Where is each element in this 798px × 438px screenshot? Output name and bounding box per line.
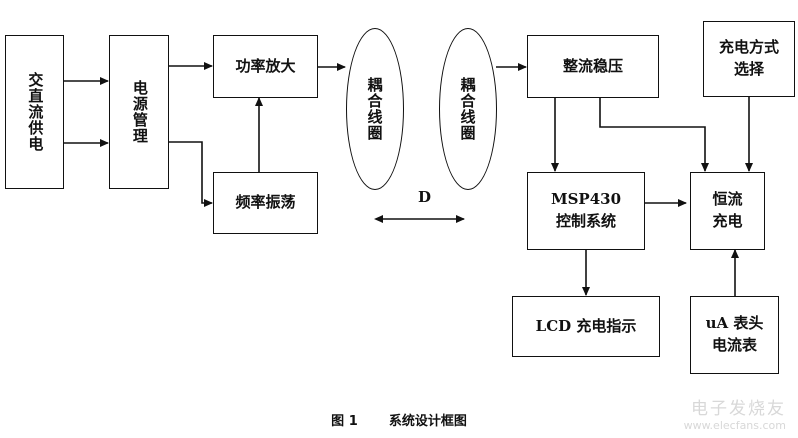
charge-mode-select-line2: 选择 — [733, 60, 764, 78]
ac-dc-supply-label: 交直流供电 — [26, 72, 45, 152]
watermark-url: www.elecfans.com — [683, 419, 786, 432]
figure-caption: 图 1 系统设计框图 — [0, 410, 798, 429]
frequency-oscillation-label: 频率振荡 — [235, 193, 296, 212]
coupling-coil-tx-label: 耦合线圈 — [365, 77, 384, 141]
power-amplifier-label: 功率放大 — [235, 56, 296, 75]
arrow-pm-to-osc — [169, 141, 213, 207]
ammeter-line1: uA 表头 — [705, 314, 764, 333]
figure-title: 系统设计框图 — [388, 414, 467, 429]
charge-mode-select-block: 充电方式 选择 — [703, 21, 795, 97]
rectifier-regulator-block: 整流稳压 — [527, 35, 659, 98]
watermark-brand: 电子发烧友 — [691, 399, 786, 419]
frequency-oscillation-block: 频率振荡 — [213, 172, 318, 234]
msp430-control-block: MSP430 控制系统 — [527, 172, 645, 250]
ammeter-block: uA 表头 电流表 — [690, 296, 779, 374]
lcd-indicator-label: LCD 充电指示 — [535, 316, 637, 335]
coupling-coil-rx: 耦合线圈 — [439, 28, 497, 190]
constant-current-line2: 充电 — [712, 212, 743, 230]
power-management-block: 电源管理 — [109, 35, 169, 189]
figure-number: 图 1 — [331, 414, 358, 429]
constant-current-line1: 恒流 — [712, 190, 743, 209]
charge-mode-select-line1: 充电方式 — [718, 38, 779, 57]
power-management-label: 电源管理 — [130, 80, 149, 144]
lcd-indicator-block: LCD 充电指示 — [512, 296, 660, 357]
ac-dc-supply-block: 交直流供电 — [5, 35, 64, 189]
watermark: 电子发烧友 www.elecfans.com — [684, 394, 786, 432]
distance-label: D — [418, 188, 432, 206]
msp430-line2: 控制系统 — [555, 212, 616, 230]
coupling-coil-rx-label: 耦合线圈 — [458, 77, 477, 141]
ammeter-line2: 电流表 — [711, 336, 757, 354]
power-amplifier-block: 功率放大 — [213, 35, 318, 98]
coupling-coil-tx: 耦合线圈 — [346, 28, 404, 190]
constant-current-charge-block: 恒流 充电 — [690, 172, 765, 250]
arrow-rectifier-to-cc — [599, 98, 709, 172]
msp430-line1: MSP430 — [550, 190, 622, 209]
rectifier-regulator-label: 整流稳压 — [562, 56, 623, 75]
